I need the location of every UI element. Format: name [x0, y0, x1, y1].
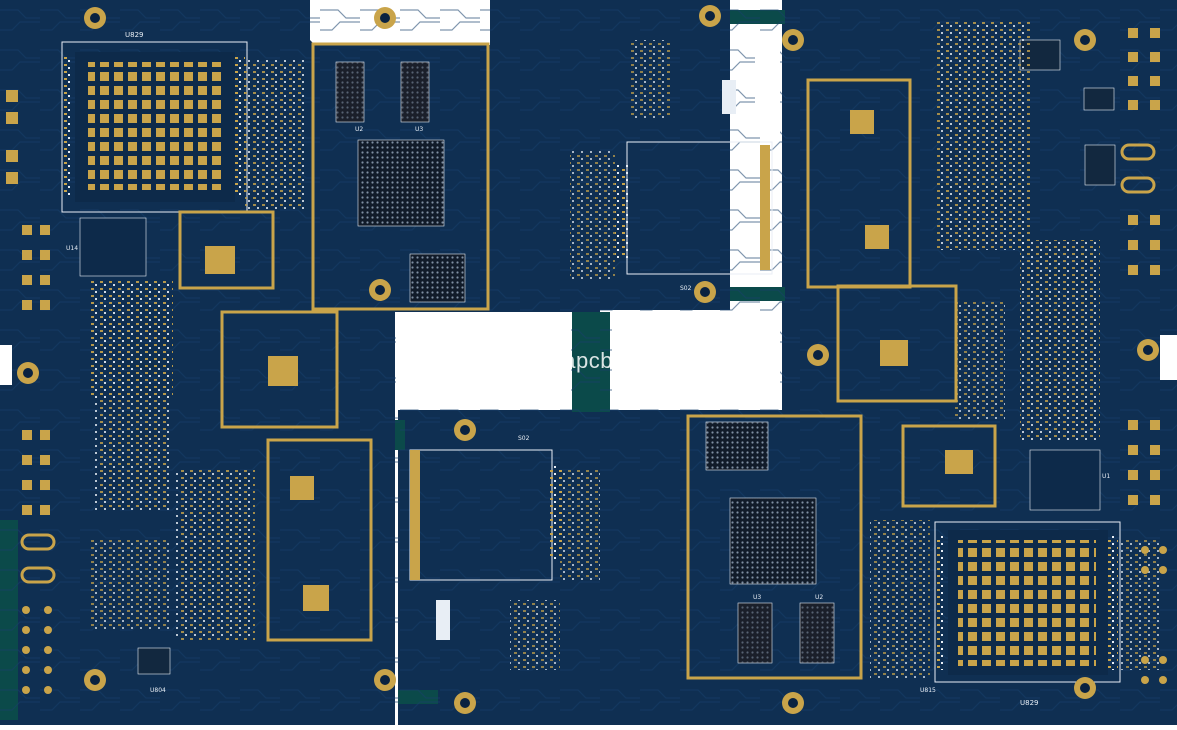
module-label-bottom: U829 [1020, 699, 1038, 707]
soc-top-ram-b: U3 [415, 126, 423, 133]
sd-top-label: S02 [680, 285, 692, 292]
soc-top-ram-a: U2 [355, 126, 363, 133]
module-label-u815: U815 [920, 687, 936, 694]
soc-top-region: U2 U3 [311, 42, 490, 311]
ic-u14-label: U14 [66, 245, 78, 252]
qfn-chips [178, 78, 997, 642]
soc-bottom-ram-b: U2 [815, 594, 823, 601]
mounting-holes [17, 5, 1159, 714]
sd-socket-bottom: S02 [409, 435, 562, 640]
module-top-left: U829 [61, 31, 248, 213]
soc-bottom-ram-a: U3 [753, 594, 761, 601]
module-label-top: U829 [125, 31, 143, 39]
ic-u804-label: U804 [150, 687, 166, 694]
edge-pads [6, 28, 1167, 694]
small-ics: U14 U1 U804 [66, 39, 1116, 694]
sd-socket-top: S02 [615, 80, 773, 292]
soc-bottom-region: U3 U2 [686, 414, 863, 680]
ic-right-u1-label: U1 [1102, 473, 1110, 480]
smd-fields [88, 20, 1160, 680]
sd-bottom-label: S02 [518, 435, 530, 442]
module-bottom-right: U829 U815 [920, 521, 1121, 707]
